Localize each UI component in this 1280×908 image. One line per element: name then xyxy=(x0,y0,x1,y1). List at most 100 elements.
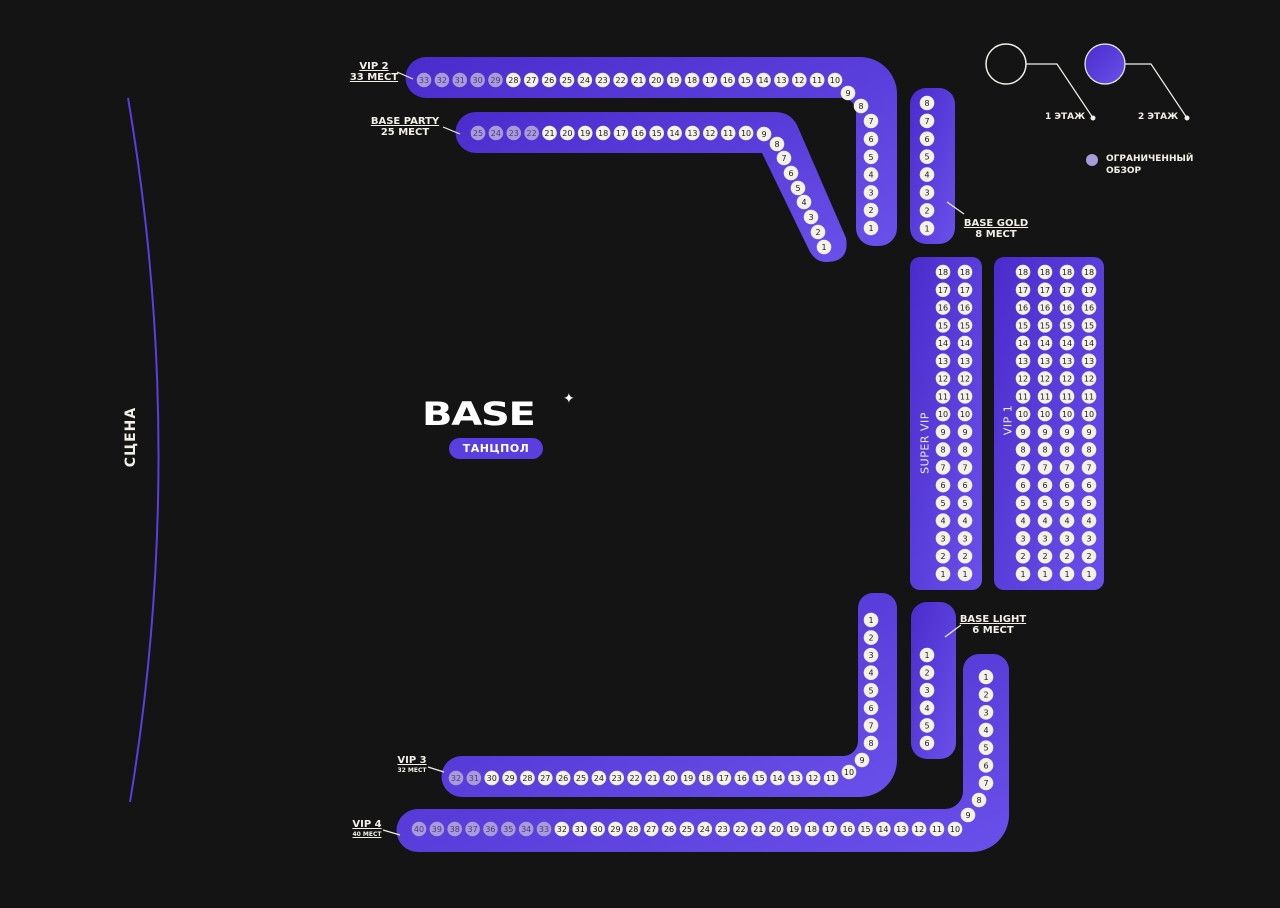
seat-vip3[interactable] xyxy=(609,770,625,786)
restricted-seat-party[interactable] xyxy=(524,125,539,141)
seat-vip1[interactable] xyxy=(1037,460,1053,475)
seat-vip1[interactable] xyxy=(1059,513,1075,528)
seat-supervip[interactable] xyxy=(935,477,951,493)
seat-vip1[interactable] xyxy=(1037,335,1053,351)
seat-vip2[interactable] xyxy=(863,202,879,218)
seat-vip1[interactable] xyxy=(1015,389,1031,404)
seat-vip1[interactable] xyxy=(1059,353,1075,369)
seat-vip4[interactable] xyxy=(929,821,945,837)
seat-gold[interactable] xyxy=(919,149,935,164)
seat-vip4[interactable] xyxy=(978,775,994,791)
seat-vip3[interactable] xyxy=(752,770,767,786)
seat-party[interactable] xyxy=(783,165,799,181)
seat-vip4[interactable] xyxy=(590,821,605,837)
seat-vip3[interactable] xyxy=(823,770,839,786)
seat-vip1[interactable] xyxy=(1037,317,1053,333)
seat-supervip[interactable] xyxy=(935,406,951,422)
seat-vip1[interactable] xyxy=(1059,300,1075,315)
seat-vip3[interactable] xyxy=(841,764,857,780)
seat-party[interactable] xyxy=(769,136,785,152)
seat-light[interactable] xyxy=(919,700,935,716)
seat-vip1[interactable] xyxy=(1059,548,1075,564)
seat-supervip[interactable] xyxy=(957,548,973,564)
seat-vip4[interactable] xyxy=(960,807,976,823)
seat-party[interactable] xyxy=(810,224,826,240)
seat-vip1[interactable] xyxy=(1015,300,1031,315)
seat-party[interactable] xyxy=(703,125,718,141)
seat-vip2[interactable] xyxy=(863,131,879,147)
restricted-seat-vip3[interactable] xyxy=(466,770,482,786)
seat-vip3[interactable] xyxy=(863,735,879,751)
restricted-seat-vip4[interactable] xyxy=(429,821,445,837)
restricted-seat-vip4[interactable] xyxy=(411,821,427,837)
seat-vip3[interactable] xyxy=(788,770,803,786)
seat-supervip[interactable] xyxy=(957,566,973,582)
seat-party[interactable] xyxy=(542,125,557,141)
seat-supervip[interactable] xyxy=(957,424,973,440)
seat-vip1[interactable] xyxy=(1081,513,1097,528)
seat-supervip[interactable] xyxy=(957,531,973,546)
seat-vip1[interactable] xyxy=(1059,424,1075,440)
seat-vip1[interactable] xyxy=(1037,513,1053,528)
seat-vip1[interactable] xyxy=(1081,548,1097,564)
seat-vip3[interactable] xyxy=(863,718,879,733)
seat-vip4[interactable] xyxy=(978,687,994,702)
seat-party[interactable] xyxy=(790,180,806,196)
seat-vip3[interactable] xyxy=(863,647,879,663)
seat-party[interactable] xyxy=(595,125,611,141)
seat-light[interactable] xyxy=(919,682,935,698)
seat-vip4[interactable] xyxy=(893,821,909,837)
seat-vip3[interactable] xyxy=(538,770,553,786)
seat-supervip[interactable] xyxy=(935,460,951,475)
seat-vip1[interactable] xyxy=(1081,317,1097,333)
seat-vip1[interactable] xyxy=(1037,264,1053,280)
seat-light[interactable] xyxy=(919,665,935,680)
seat-vip1[interactable] xyxy=(1037,282,1053,298)
seat-vip3[interactable] xyxy=(863,682,879,698)
seat-vip4[interactable] xyxy=(978,669,994,685)
seat-vip4[interactable] xyxy=(715,821,730,837)
seat-vip3[interactable] xyxy=(680,770,696,786)
seat-party[interactable] xyxy=(738,125,754,141)
seat-supervip[interactable] xyxy=(935,317,951,333)
seat-gold[interactable] xyxy=(919,185,935,200)
seat-vip2[interactable] xyxy=(702,72,718,88)
seat-vip2[interactable] xyxy=(738,72,753,88)
seat-vip1[interactable] xyxy=(1015,406,1031,422)
seat-vip1[interactable] xyxy=(1015,495,1031,511)
seat-supervip[interactable] xyxy=(957,300,973,315)
seat-vip3[interactable] xyxy=(663,770,678,786)
seat-vip1[interactable] xyxy=(1059,282,1075,298)
seat-vip3[interactable] xyxy=(734,770,750,786)
seat-vip3[interactable] xyxy=(484,770,500,786)
seat-vip1[interactable] xyxy=(1037,495,1053,511)
seat-vip1[interactable] xyxy=(1059,389,1075,404)
restricted-seat-party[interactable] xyxy=(470,125,486,141)
seat-vip1[interactable] xyxy=(1059,371,1075,386)
restricted-seat-vip2[interactable] xyxy=(488,72,503,88)
seat-vip1[interactable] xyxy=(1059,335,1075,351)
seat-vip4[interactable] xyxy=(572,821,588,837)
seat-vip1[interactable] xyxy=(1037,548,1053,564)
seat-party[interactable] xyxy=(667,125,682,141)
restricted-seat-vip2[interactable] xyxy=(434,72,450,88)
seat-vip1[interactable] xyxy=(1015,424,1031,440)
seat-party[interactable] xyxy=(796,194,812,210)
seat-vip2[interactable] xyxy=(720,72,736,88)
seat-supervip[interactable] xyxy=(957,264,973,280)
seat-party[interactable] xyxy=(649,125,664,141)
seat-supervip[interactable] xyxy=(935,264,951,280)
seat-vip1[interactable] xyxy=(1059,495,1075,511)
seat-vip1[interactable] xyxy=(1015,371,1031,386)
seat-supervip[interactable] xyxy=(935,282,951,298)
seat-vip3[interactable] xyxy=(863,630,879,645)
seat-vip2[interactable] xyxy=(853,98,869,114)
seat-vip2[interactable] xyxy=(541,72,557,88)
seat-light[interactable] xyxy=(919,735,935,751)
seat-vip1[interactable] xyxy=(1015,513,1031,528)
seat-vip4[interactable] xyxy=(608,821,623,837)
seat-vip3[interactable] xyxy=(716,770,732,786)
seat-vip2[interactable] xyxy=(631,72,646,88)
seat-vip1[interactable] xyxy=(1081,531,1097,546)
seat-supervip[interactable] xyxy=(935,442,951,457)
